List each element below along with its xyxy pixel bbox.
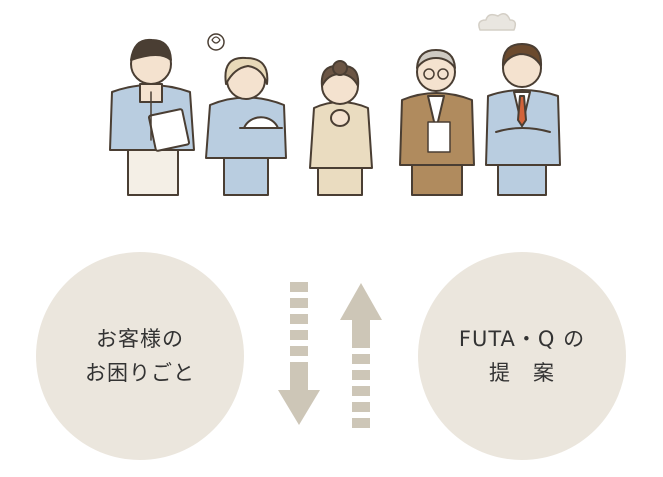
customer-problems-circle: お客様の お困りごと — [36, 252, 244, 460]
customer-problems-line2: お困りごと — [85, 361, 195, 385]
down-arrow-icon — [278, 282, 320, 425]
worried-people-illustration — [109, 13, 561, 196]
senior-businessman-figure — [399, 49, 475, 196]
factory-worker-woman-figure — [205, 33, 287, 196]
factory-worker-man-figure — [109, 38, 195, 196]
futaq-proposal-line1: FUTA・Q の — [458, 327, 586, 351]
exchange-arrows — [278, 282, 382, 428]
up-arrow-icon — [340, 283, 382, 428]
futaq-proposal-line2: 提 案 — [489, 361, 555, 385]
office-woman-figure — [309, 60, 373, 196]
customer-problems-line1: お客様の — [96, 327, 184, 351]
futaq-proposal-circle: FUTA・Q の 提 案 — [418, 252, 626, 460]
young-businessman-figure — [478, 13, 561, 196]
